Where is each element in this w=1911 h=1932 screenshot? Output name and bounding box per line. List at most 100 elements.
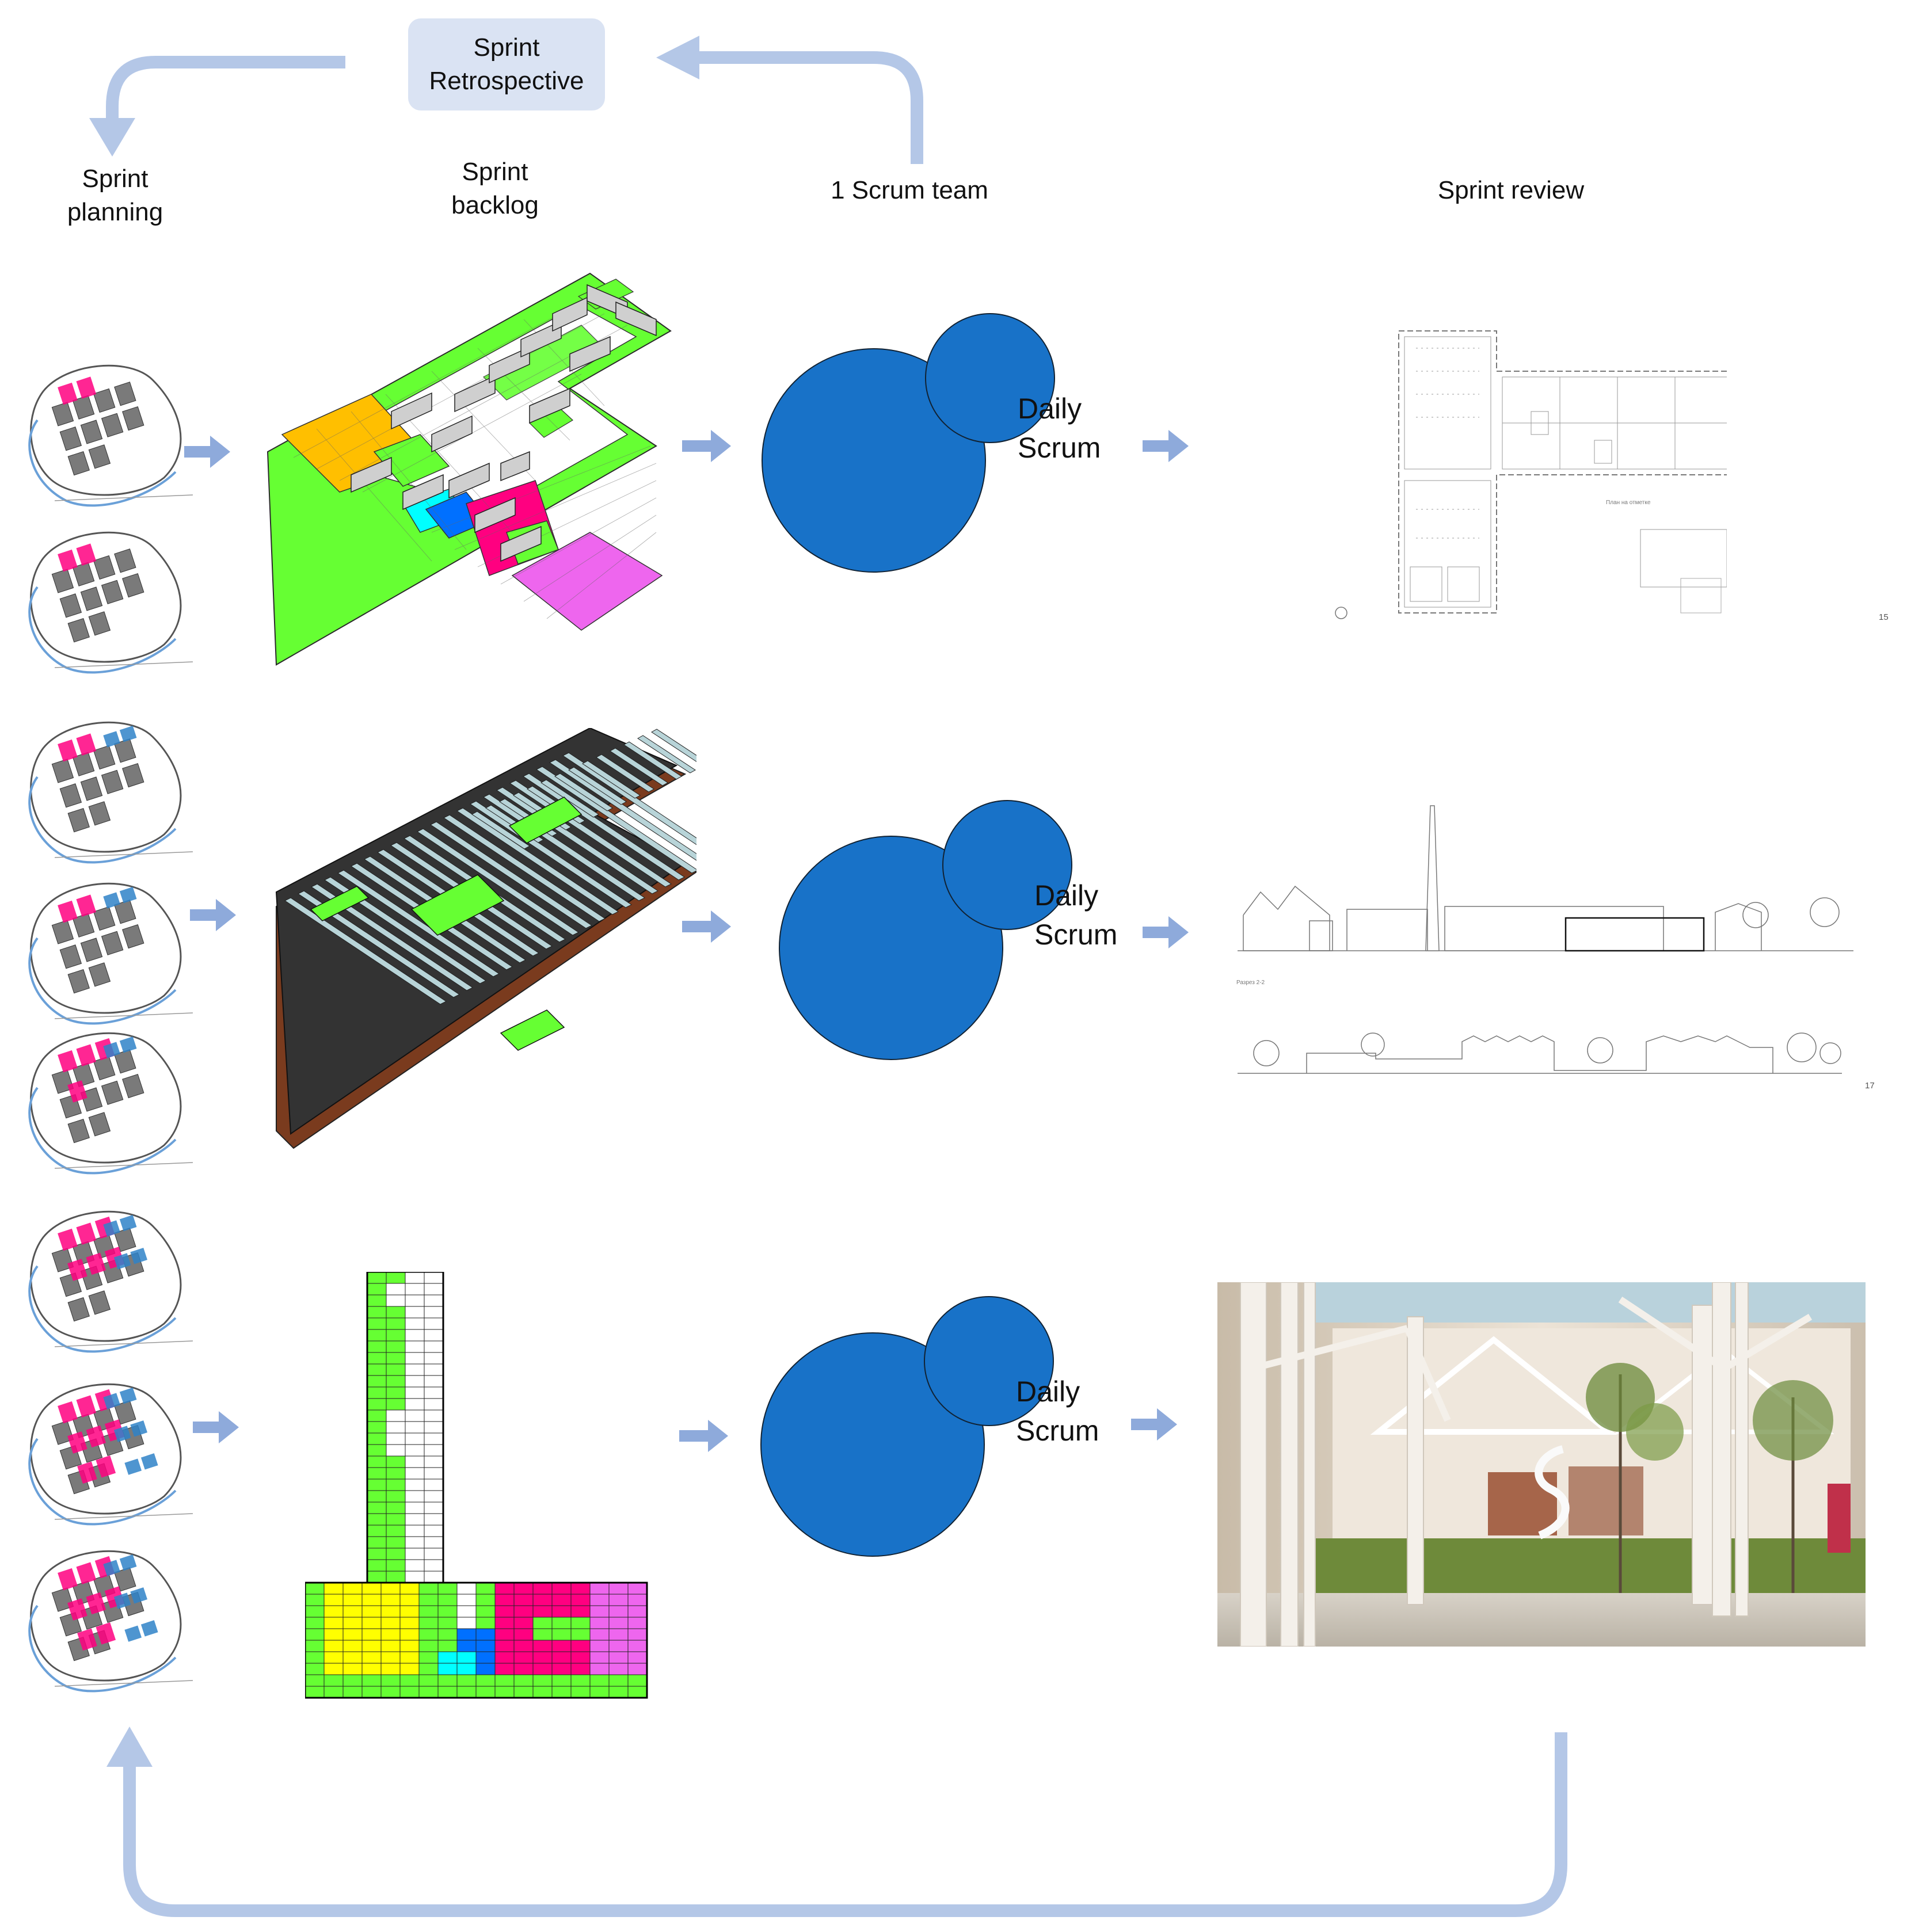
grid-cell	[608, 1605, 629, 1618]
grid-cell	[532, 1651, 553, 1664]
skylight-strip-21	[549, 759, 696, 861]
grid-cell	[532, 1640, 553, 1652]
grid-cell	[494, 1640, 515, 1652]
grid-cell	[405, 1386, 425, 1399]
sprint-planning-label: Sprint planning	[67, 165, 163, 226]
grid-cell	[418, 1663, 439, 1675]
tower-outline	[366, 1272, 444, 1584]
grid-cell	[475, 1674, 496, 1687]
grid-cell	[424, 1525, 444, 1537]
grid-cell	[532, 1674, 553, 1687]
section-1-left-house	[1243, 885, 1330, 951]
skylight-strip-14	[456, 807, 619, 915]
grid-cell	[380, 1663, 401, 1675]
grid-cell	[342, 1651, 363, 1664]
skylight-strip-13	[443, 814, 606, 922]
grid-cell	[437, 1594, 458, 1606]
grid-cell	[367, 1525, 387, 1537]
backlog-roof-model-2	[275, 728, 696, 1149]
grid-cell	[424, 1283, 444, 1295]
grid-cell	[437, 1605, 458, 1618]
grid-cell	[608, 1582, 629, 1595]
grid-cell	[551, 1651, 572, 1664]
grid-cell	[424, 1352, 444, 1365]
grid-cell	[405, 1525, 425, 1537]
grid-cell	[608, 1674, 629, 1687]
grid-cell	[424, 1398, 444, 1411]
skylight-strip-wing-14	[651, 729, 696, 763]
grid-cell	[342, 1686, 363, 1698]
skylight-strip-wing-11	[610, 748, 668, 786]
grid-cell	[386, 1363, 406, 1376]
grid-cell	[342, 1582, 363, 1595]
grid-cell	[418, 1617, 439, 1629]
grid-cell	[323, 1605, 344, 1618]
grid-cell	[424, 1432, 444, 1445]
grid-cell	[437, 1640, 458, 1652]
grid-cell	[475, 1686, 496, 1698]
grid-cell	[494, 1663, 515, 1675]
grid-cell	[475, 1605, 496, 1618]
grid-cell	[608, 1640, 629, 1652]
grid-cell	[424, 1375, 444, 1388]
grid-cell	[399, 1663, 420, 1675]
grid-cell	[399, 1651, 420, 1664]
grid-cell	[367, 1409, 387, 1422]
grid-cell	[405, 1363, 425, 1376]
grid-cell	[494, 1628, 515, 1641]
grid-cell	[475, 1663, 496, 1675]
grid-cell	[361, 1663, 382, 1675]
render-lawn	[1304, 1538, 1866, 1596]
grid-cell	[323, 1674, 344, 1687]
grid-cell	[386, 1409, 406, 1422]
grid-cell	[399, 1617, 420, 1629]
grid-cell	[437, 1582, 458, 1595]
render-spiral-stair	[1535, 1445, 1570, 1539]
grid-cell	[367, 1375, 387, 1388]
grid-cell	[513, 1617, 534, 1629]
grid-cell	[532, 1582, 553, 1595]
grid-cell	[627, 1605, 648, 1618]
grid-cell	[627, 1628, 648, 1641]
grid-cell	[418, 1686, 439, 1698]
site-map-4	[28, 882, 193, 1025]
grid-cell	[361, 1594, 382, 1606]
grid-cell	[437, 1617, 458, 1629]
grid-cell	[494, 1594, 515, 1606]
grid-cell	[305, 1651, 325, 1664]
grid-cell	[305, 1594, 325, 1606]
render-columns	[1240, 1282, 1749, 1647]
render-floor	[1217, 1593, 1866, 1647]
grid-cell	[386, 1559, 406, 1572]
grid-cell	[456, 1605, 477, 1618]
grid-cell	[305, 1628, 325, 1641]
grid-cell	[386, 1294, 406, 1307]
grid-cell	[551, 1674, 572, 1687]
grid-cell	[418, 1605, 439, 1618]
grid-cell	[608, 1617, 629, 1629]
grid-cell	[386, 1317, 406, 1330]
grid-cell	[367, 1432, 387, 1445]
sprint-retrospective-box: Sprint Retrospective	[408, 18, 605, 110]
grid-cell	[367, 1294, 387, 1307]
grid-cell	[608, 1663, 629, 1675]
grid-cell	[342, 1594, 363, 1606]
grid-cell	[532, 1686, 553, 1698]
grid-cell	[608, 1686, 629, 1698]
grid-cell	[405, 1548, 425, 1560]
grid-cell	[570, 1617, 591, 1629]
daily-scrum-label-3: Daily Scrum	[1016, 1375, 1099, 1447]
skylight-strip-22	[562, 752, 696, 845]
grid-cell	[405, 1502, 425, 1514]
grid-cell	[386, 1340, 406, 1353]
grid-cell	[418, 1674, 439, 1687]
grid-cell	[305, 1686, 325, 1698]
grid-cell	[380, 1594, 401, 1606]
grid-cell	[399, 1582, 420, 1595]
grid-cell	[424, 1559, 444, 1572]
grid-cell	[551, 1640, 572, 1652]
grid-cell	[399, 1594, 420, 1606]
grid-cell	[456, 1628, 477, 1641]
grid-cell	[551, 1617, 572, 1629]
review-floor-plan-drawing	[1335, 330, 1727, 619]
